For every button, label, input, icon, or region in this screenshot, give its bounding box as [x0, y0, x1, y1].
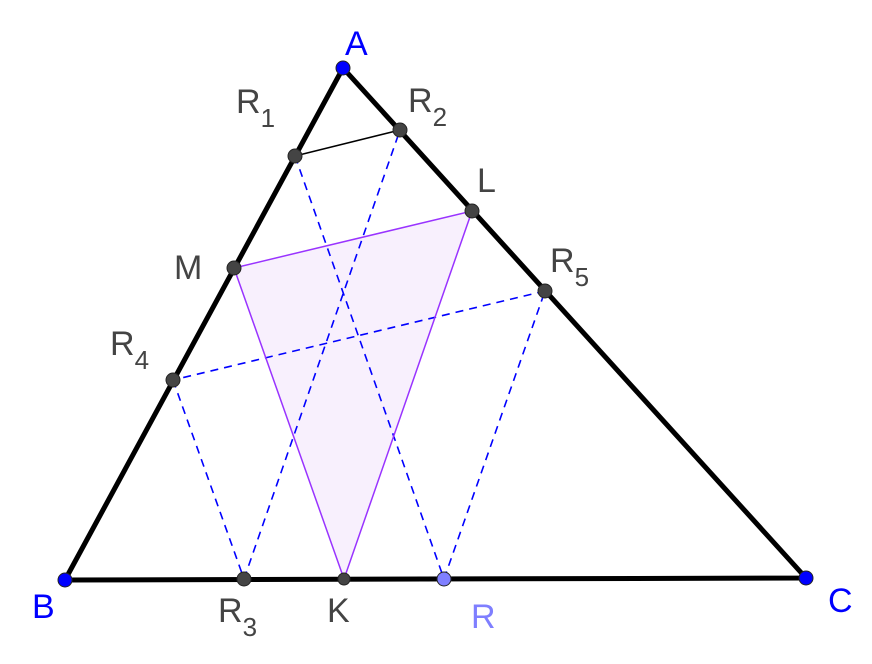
label-m: M — [174, 249, 202, 287]
triangle-mlk-outline — [233, 209, 474, 582]
label-r1-main: R — [236, 83, 261, 121]
point-a[interactable] — [335, 60, 351, 76]
dashed-line-r3-r2 — [243, 129, 401, 580]
point-m[interactable] — [226, 260, 242, 276]
dashed-line-r5-r4 — [172, 290, 546, 381]
segment-r1-r2 — [294, 129, 401, 157]
label-r5-sub: 5 — [575, 262, 589, 292]
point-r4[interactable] — [165, 372, 181, 388]
label-r3: R3 — [218, 592, 257, 642]
dashed-line-r-r5 — [443, 290, 546, 580]
label-l: L — [477, 162, 496, 200]
label-c: C — [828, 582, 853, 620]
dashed-construction-lines — [172, 129, 546, 580]
label-r2-sub: 2 — [433, 102, 447, 132]
point-c[interactable] — [798, 570, 814, 586]
label-r4-main: R — [110, 325, 135, 363]
point-k[interactable] — [337, 572, 351, 586]
label-k: K — [327, 592, 350, 630]
label-r5-main: R — [550, 242, 575, 280]
point-r2[interactable] — [392, 122, 408, 138]
label-r4-sub: 4 — [135, 345, 149, 375]
label-r1-sub: 1 — [261, 103, 275, 133]
point-b[interactable] — [57, 572, 73, 588]
label-r1: R1 — [236, 83, 275, 133]
label-r5: R5 — [550, 242, 589, 292]
point-r[interactable] — [436, 571, 452, 587]
point-r3[interactable] — [236, 571, 252, 587]
dashed-line-r4-r3 — [172, 379, 245, 580]
points — [57, 60, 814, 588]
label-a: A — [345, 25, 368, 63]
triangle-mlk-fill — [234, 211, 472, 579]
point-l[interactable] — [464, 203, 480, 219]
label-r3-sub: 3 — [243, 612, 257, 642]
point-r5[interactable] — [537, 283, 553, 299]
label-b: B — [32, 588, 55, 626]
label-r2-main: R — [408, 82, 433, 120]
label-r4: R4 — [110, 325, 149, 375]
label-r2: R2 — [408, 82, 447, 132]
triangle-abc — [62, 65, 809, 583]
point-r1[interactable] — [287, 148, 303, 164]
dashed-line-r1-r — [294, 155, 445, 580]
label-r3-main: R — [218, 592, 243, 630]
label-r: R — [471, 598, 496, 636]
